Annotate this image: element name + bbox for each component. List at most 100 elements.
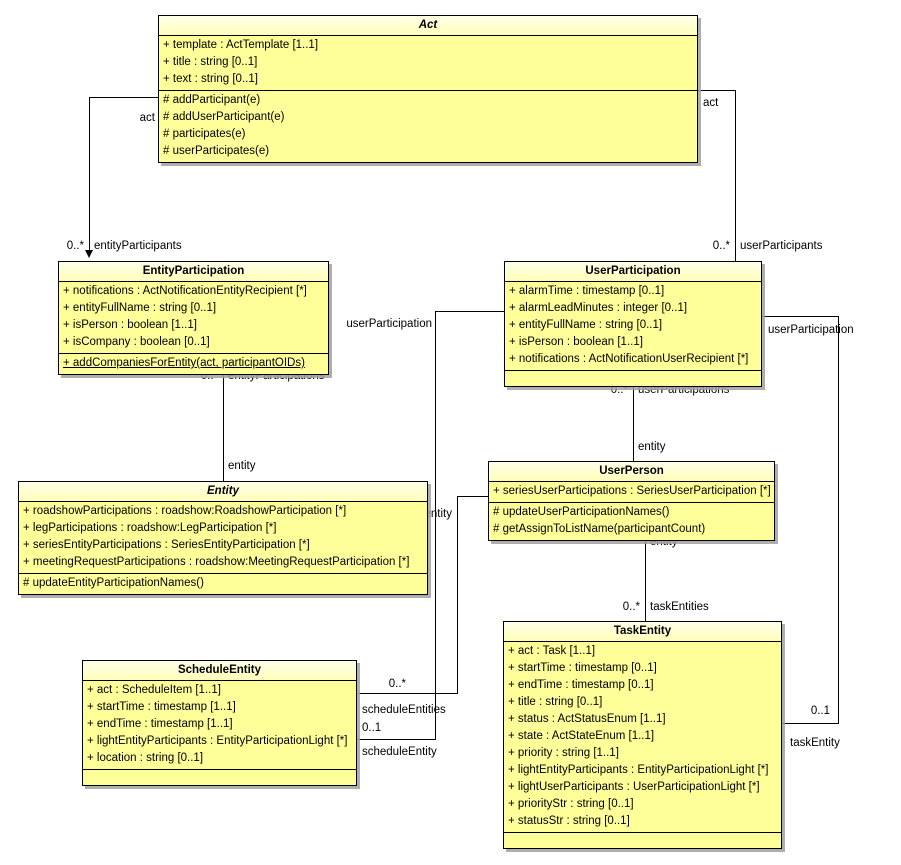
uml-attribute: + entityFullName : string [0..1] <box>63 302 217 314</box>
edge-userparticipation-scheduleentity-v <box>435 311 436 740</box>
uml-attribute: + priorityStr : string [0..1] <box>508 798 634 810</box>
uml-operations-schedule-entity <box>83 769 356 785</box>
edge-label-scheduleentities-role: scheduleEntities <box>362 704 446 716</box>
uml-operation: # addParticipant(e) <box>163 94 261 106</box>
edge-label-userparticipation-mid: userParticipation <box>346 318 432 330</box>
uml-operation: # updateEntityParticipationNames() <box>23 577 204 589</box>
edge-label-act-right: act <box>703 97 719 109</box>
uml-attribute: + alarmLeadMinutes : integer [0..1] <box>509 302 688 314</box>
uml-attribute: + statusStr : string [0..1] <box>508 815 630 827</box>
uml-attribute: + endTime : timestamp [0..1] <box>508 679 654 691</box>
uml-operation: # updateUserParticipationNames() <box>493 506 670 518</box>
edge-label-scheduleentity-role: scheduleEntity <box>362 746 437 758</box>
uml-attribute: + lightEntityParticipants : EntityPartic… <box>508 764 769 776</box>
uml-operations-entity: # updateEntityParticipationNames() <box>19 573 427 594</box>
uml-class-title-entity: Entity <box>19 482 427 502</box>
uml-attributes-task-entity: + act : Task [1..1] + startTime : timest… <box>504 642 781 832</box>
uml-attributes-entity-participation: + notifications : ActNotificationEntityR… <box>59 282 328 353</box>
uml-attribute: + entityFullName : string [0..1] <box>509 319 663 331</box>
uml-attribute: + lightUserParticipants : UserParticipat… <box>508 781 760 793</box>
uml-attribute: + isPerson : boolean [1..1] <box>63 319 197 331</box>
uml-attributes-user-person: + seriesUserParticipations : SeriesUserP… <box>489 482 774 502</box>
edge-entityparticipation-entity <box>223 360 224 481</box>
uml-attribute: + roadshowParticipations : roadshow:Road… <box>23 505 347 517</box>
edge-label-entityparticipants-mult: 0..* <box>66 240 84 252</box>
edge-label-userparticipation-right: userParticipation <box>768 324 854 336</box>
uml-operations-entity-participation: + addCompaniesForEntity(act, participant… <box>59 353 328 374</box>
edge-userperson-scheduleentity-v <box>457 496 458 694</box>
uml-class-task-entity[interactable]: TaskEntity + act : Task [1..1] + startTi… <box>503 621 782 849</box>
uml-attribute: + state : ActStateEnum [1..1] <box>508 730 655 742</box>
uml-operations-task-entity <box>504 832 781 848</box>
uml-operation: # userParticipates(e) <box>163 145 270 157</box>
uml-attribute: + startTime : timestamp [0..1] <box>508 662 657 674</box>
uml-attribute: + startTime : timestamp [1..1] <box>87 701 236 713</box>
uml-attribute: + isPerson : boolean [1..1] <box>509 336 643 348</box>
edge-act-entityparticipation-h <box>89 97 158 98</box>
uml-class-user-person[interactable]: UserPerson + seriesUserParticipations : … <box>488 461 775 541</box>
uml-attribute: + template : ActTemplate [1..1] <box>163 39 319 51</box>
uml-attribute: + status : ActStatusEnum [1..1] <box>508 713 666 725</box>
uml-attribute: + legParticipations : roadshow:LegPartic… <box>23 522 277 534</box>
uml-operation: # participates(e) <box>163 128 246 140</box>
uml-attribute: + act : ScheduleItem [1..1] <box>87 684 221 696</box>
uml-class-title-entity-participation: EntityParticipation <box>59 262 328 282</box>
uml-attribute: + text : string [0..1] <box>163 73 258 85</box>
uml-class-act[interactable]: Act + template : ActTemplate [1..1] + ti… <box>158 15 698 163</box>
edge-userperson-scheduleentity-h-bottom <box>358 693 458 694</box>
uml-class-title-user-person: UserPerson <box>489 462 774 482</box>
uml-operations-act: # addParticipant(e) # addUserParticipant… <box>159 90 697 162</box>
uml-attribute: + title : string [0..1] <box>163 56 258 68</box>
edge-label-userparticipations-mult: 0..* <box>610 384 628 396</box>
uml-attribute: + seriesEntityParticipations : SeriesEnt… <box>23 539 310 551</box>
edge-act-userparticipation-v <box>735 90 736 262</box>
edge-label-entity-role-mid: entity <box>424 508 453 520</box>
uml-attributes-user-participation: + alarmTime : timestamp [0..1] + alarmLe… <box>505 282 761 370</box>
edge-userparticipation-taskentity-h-top <box>762 316 839 317</box>
uml-attributes-schedule-entity: + act : ScheduleItem [1..1] + startTime … <box>83 681 356 769</box>
uml-attribute: + act : Task [1..1] <box>508 645 596 657</box>
edge-label-entityparticipants-role: entityParticipants <box>94 240 182 252</box>
edge-label-scheduleentity-mult: 0..1 <box>362 722 382 734</box>
edge-label-taskentity-role: taskEntity <box>790 737 840 749</box>
uml-attribute: + seriesUserParticipations : SeriesUserP… <box>493 485 771 497</box>
uml-attribute: + title : string [0..1] <box>508 696 603 708</box>
uml-attribute: + meetingRequestParticipations : roadsho… <box>23 556 410 568</box>
uml-attribute: + endTime : timestamp [1..1] <box>87 718 233 730</box>
uml-attribute: + location : string [0..1] <box>87 752 204 764</box>
uml-operation: # addUserParticipant(e) <box>163 111 285 123</box>
edge-label-act-left: act <box>139 112 155 124</box>
uml-attributes-entity: + roadshowParticipations : roadshow:Road… <box>19 502 427 573</box>
edge-userperson-taskentity <box>645 525 646 621</box>
arrowhead-entityparticipation <box>85 250 93 258</box>
edge-label-userparticipants-mult: 0..* <box>712 240 730 252</box>
uml-attribute: + alarmTime : timestamp [0..1] <box>509 285 665 297</box>
uml-operation: # getAssignToListName(participantCount) <box>493 523 706 535</box>
edge-label-entity-role-userperson-top: entity <box>638 441 666 453</box>
uml-attribute: + notifications : ActNotificationUserRec… <box>509 353 749 365</box>
uml-class-schedule-entity[interactable]: ScheduleEntity + act : ScheduleItem [1..… <box>82 660 357 786</box>
edge-userparticipation-scheduleentity-h-top <box>435 311 504 312</box>
uml-class-title-schedule-entity: ScheduleEntity <box>83 661 356 681</box>
edge-userparticipation-scheduleentity-h-bottom <box>358 739 436 740</box>
edge-label-entity-role-left: entity <box>228 460 256 472</box>
uml-class-entity[interactable]: Entity + roadshowParticipations : roadsh… <box>18 481 428 595</box>
uml-attribute: + notifications : ActNotificationEntityR… <box>63 285 307 297</box>
edge-label-scheduleentities-mult: 0..* <box>388 678 406 690</box>
edge-userparticipation-userperson <box>633 378 634 461</box>
edge-label-taskentities-mult: 0..* <box>622 601 640 613</box>
uml-operations-user-participation <box>505 370 761 386</box>
edge-label-userparticipants-role: userParticipants <box>740 240 823 252</box>
edge-label-taskentity-mult: 0..1 <box>810 705 830 717</box>
uml-class-title-user-participation: UserParticipation <box>505 262 761 282</box>
edge-act-entityparticipation-v <box>89 97 90 250</box>
uml-operation-static: + addCompaniesForEntity(act, participant… <box>63 357 305 369</box>
edge-userparticipation-taskentity-h-bottom <box>782 723 839 724</box>
uml-attributes-act: + template : ActTemplate [1..1] + title … <box>159 36 697 90</box>
edge-label-taskentities-role: taskEntities <box>650 601 709 613</box>
uml-attribute: + isCompany : boolean [0..1] <box>63 336 210 348</box>
uml-attribute: + priority : string [1..1] <box>508 747 619 759</box>
uml-class-entity-participation[interactable]: EntityParticipation + notifications : Ac… <box>58 261 329 375</box>
edge-userperson-scheduleentity-h-top <box>457 496 504 497</box>
uml-class-user-participation[interactable]: UserParticipation + alarmTime : timestam… <box>504 261 762 387</box>
